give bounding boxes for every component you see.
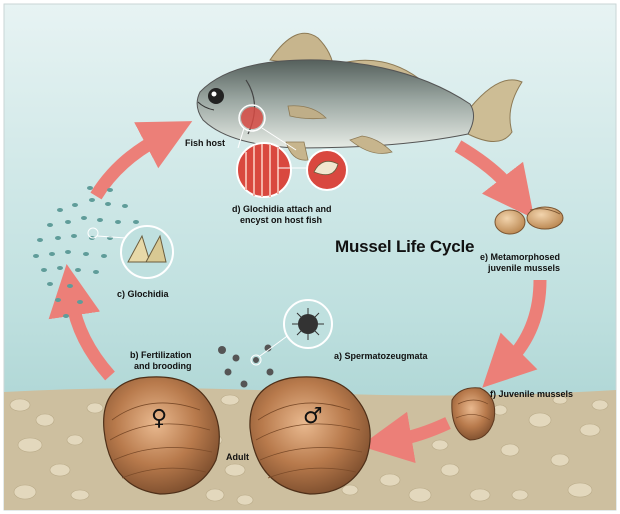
arrow-metamorphosed-to-juvenile — [482, 279, 547, 388]
spermatozeugmata-dots — [218, 344, 274, 388]
female-adult-mussel — [103, 376, 220, 495]
label-glochidia-attach-line2: encyst on host fish — [240, 215, 323, 225]
male-adult-mussel — [249, 376, 371, 495]
arrow-juvenile-to-adult — [360, 411, 451, 464]
label-metamorphosed-line2: juvenile mussels — [488, 263, 561, 273]
fish-host-illustration — [196, 32, 523, 161]
label-fish-host: Fish host — [185, 138, 225, 148]
glochidia-zoom-callout — [87, 225, 174, 279]
gill-zoom-callout — [236, 127, 348, 198]
diagram-title: Mussel Life Cycle — [335, 237, 475, 256]
label-fertilization-line2: and brooding — [134, 361, 192, 371]
metamorphosed-juvenile-mussels — [494, 206, 564, 235]
male-symbol-icon: ♂ — [303, 404, 323, 429]
label-metamorphosed-line1: e) Metamorphosed — [480, 252, 561, 262]
label-adult: Adult — [226, 452, 249, 462]
label-fertilization-line1: b) Fertilization — [130, 350, 192, 360]
arrow-brooding-to-glochidia — [48, 264, 115, 381]
arrow-glochidia-to-fish — [90, 121, 193, 200]
label-spermatozeugmata: a) Spermatozeugmata — [334, 351, 428, 361]
label-glochidia: c) Glochidia — [117, 289, 169, 299]
spermatozeugmata-zoom-callout — [259, 299, 333, 357]
glochidia-cloud — [33, 186, 139, 318]
label-glochidia-attach-line1: d) Glochidia attach and — [232, 204, 332, 214]
label-juvenile-mussels: f) Juvenile mussels — [490, 389, 574, 399]
arrow-fish-to-metamorphosed — [454, 140, 535, 219]
cycle-arrows — [48, 121, 547, 464]
female-symbol-icon: ♀ — [151, 406, 168, 431]
juvenile-mussel — [451, 387, 496, 441]
